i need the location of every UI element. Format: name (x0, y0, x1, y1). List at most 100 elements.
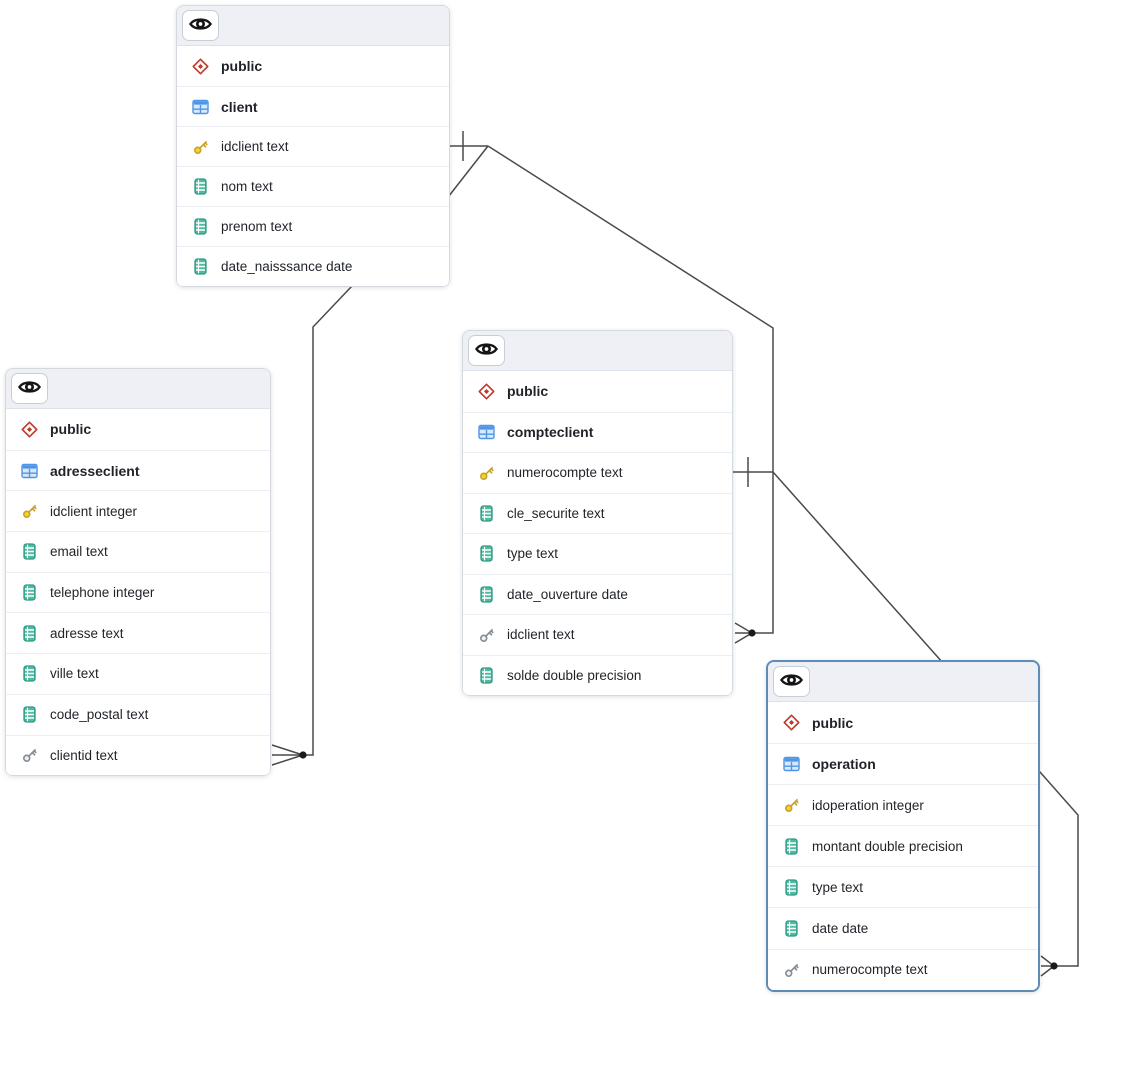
field-row[interactable]: prenom text (177, 206, 449, 246)
row-label: public (50, 421, 92, 438)
primary-key-icon (20, 502, 39, 521)
table-card-header (6, 369, 270, 409)
eye-icon (780, 672, 803, 691)
primary-key-icon (191, 137, 210, 156)
relationship-client-adresseclient (271, 145, 489, 766)
column-icon (477, 585, 496, 604)
row-label: date_naisssance date (221, 259, 353, 274)
table-card-header (177, 6, 449, 46)
column-icon (20, 664, 39, 683)
row-label: client (221, 98, 258, 115)
field-row[interactable]: idoperation integer (768, 784, 1038, 826)
table-rows: public compteclient numerocompte text cle_s… (463, 371, 732, 695)
field-row[interactable]: date date (768, 907, 1038, 949)
column-icon (477, 666, 496, 685)
schema-row[interactable]: public (768, 702, 1038, 744)
table-name-row[interactable]: compteclient (463, 411, 732, 452)
row-label: telephone integer (50, 585, 155, 601)
row-label: solde double precision (507, 667, 642, 683)
table-icon (477, 423, 496, 442)
field-row[interactable]: nom text (177, 166, 449, 206)
field-row[interactable]: type text (463, 533, 732, 574)
schema-icon (191, 57, 210, 76)
table-card-client[interactable]: public client idclient text nom text prenom … (176, 5, 450, 287)
column-icon (782, 837, 801, 856)
column-icon (477, 504, 496, 523)
visibility-toggle-button[interactable] (182, 10, 219, 41)
field-row[interactable]: date_naisssance date (177, 246, 449, 286)
table-name-row[interactable]: operation (768, 743, 1038, 785)
row-label: idoperation integer (812, 797, 924, 813)
field-row[interactable]: ville text (6, 653, 270, 694)
schema-icon (782, 713, 801, 732)
row-label: adresseclient (50, 462, 140, 479)
table-icon (782, 755, 801, 774)
table-name-row[interactable]: adresseclient (6, 449, 270, 491)
table-card-adresseclient[interactable]: public adresseclient idclient integer email… (5, 368, 271, 777)
column-icon (782, 919, 801, 938)
table-card-compteclient[interactable]: public compteclient numerocompte text cle_s… (462, 330, 733, 696)
row-label: code_postal text (50, 707, 149, 723)
field-row[interactable]: idclient integer (6, 490, 270, 532)
row-label: adresse text (50, 625, 124, 641)
row-label: numerocompte text (507, 465, 623, 481)
column-icon (20, 705, 39, 724)
field-row[interactable]: idclient text (463, 614, 732, 655)
table-card-header (463, 331, 732, 371)
field-row[interactable]: email text (6, 531, 270, 572)
table-icon (20, 461, 39, 480)
row-label: ville text (50, 666, 99, 682)
row-label: idclient integer (50, 503, 138, 519)
row-label: clientid text (50, 747, 118, 763)
field-row[interactable]: idclient text (177, 126, 449, 166)
row-label: date_ouverture date (507, 586, 628, 602)
column-icon (477, 544, 496, 563)
field-row[interactable]: adresse text (6, 612, 270, 654)
relationship-client-compteclient (487, 145, 774, 644)
row-label: public (507, 383, 549, 400)
schema-row[interactable]: public (6, 409, 270, 450)
visibility-toggle-button[interactable] (11, 373, 48, 404)
row-label: cle_securite text (507, 505, 605, 521)
table-card-header (768, 662, 1038, 702)
eye-icon (18, 379, 41, 398)
field-row[interactable]: montant double precision (768, 825, 1038, 867)
field-row[interactable]: date_ouverture date (463, 573, 732, 614)
field-row[interactable]: cle_securite text (463, 492, 732, 533)
row-label: idclient text (507, 627, 575, 643)
field-row[interactable]: clientid text (6, 734, 270, 776)
relationship-client-stub (450, 131, 488, 161)
table-icon (191, 97, 210, 116)
field-row[interactable]: numerocompte text (768, 948, 1038, 990)
field-row[interactable]: numerocompte text (463, 452, 732, 493)
row-label: date date (812, 921, 869, 937)
primary-key-icon (477, 463, 496, 482)
column-icon (191, 177, 210, 196)
schema-row[interactable]: public (463, 371, 732, 412)
row-label: type text (812, 879, 864, 895)
schema-icon (20, 420, 39, 439)
field-row[interactable]: code_postal text (6, 693, 270, 735)
foreign-key-icon (20, 746, 39, 765)
eye-icon (475, 341, 498, 360)
field-row[interactable]: type text (768, 866, 1038, 908)
foreign-key-icon (477, 625, 496, 644)
row-label: nom text (221, 179, 273, 194)
row-label: operation (812, 756, 876, 773)
row-label: idclient text (221, 139, 289, 154)
table-name-row[interactable]: client (177, 86, 449, 126)
row-label: email text (50, 544, 108, 560)
visibility-toggle-button[interactable] (468, 335, 505, 366)
field-row[interactable]: telephone integer (6, 571, 270, 613)
row-label: montant double precision (812, 838, 963, 854)
table-rows: public operation idoperation integer montan… (768, 702, 1038, 990)
row-label: public (812, 714, 854, 731)
field-row[interactable]: solde double precision (463, 654, 732, 695)
schema-row[interactable]: public (177, 46, 449, 86)
visibility-toggle-button[interactable] (773, 666, 810, 697)
column-icon (20, 624, 39, 643)
table-card-operation[interactable]: public operation idoperation integer montan… (766, 660, 1040, 992)
eye-icon (189, 16, 212, 35)
